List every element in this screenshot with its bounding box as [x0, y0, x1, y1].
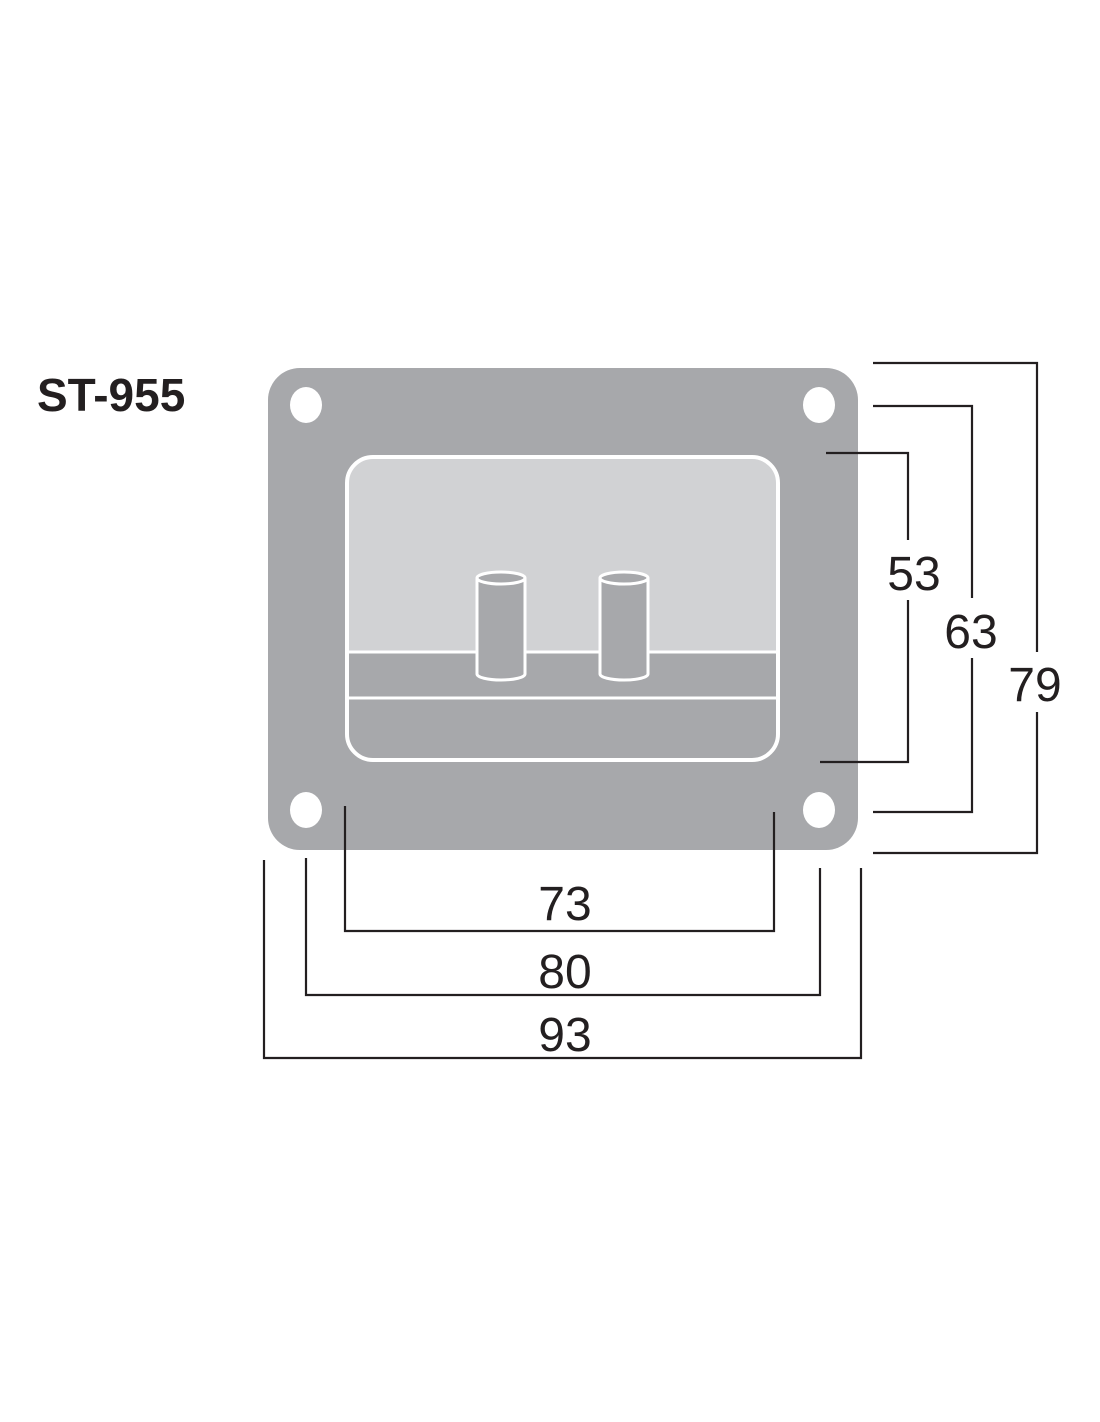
- dimension-line-53: [820, 451, 910, 764]
- dimension-label-53: 53: [887, 548, 940, 601]
- dimension-label-63: 63: [944, 606, 997, 659]
- dimension-line-93: [262, 860, 863, 1060]
- dimension-label-73: 73: [538, 878, 591, 931]
- terminal-post-right: [598, 570, 650, 682]
- dimension-label-80: 80: [538, 946, 591, 999]
- dimension-label-93: 93: [538, 1009, 591, 1062]
- terminal-post-left: [475, 570, 527, 682]
- mounting-hole: [290, 792, 322, 828]
- dimension-label-79: 79: [1008, 659, 1061, 712]
- recess-panel: [345, 455, 780, 762]
- dimension-line-73: [343, 806, 776, 933]
- dimension-line-80: [304, 858, 822, 997]
- mounting-hole: [803, 792, 835, 828]
- mounting-hole: [803, 387, 835, 423]
- mounting-hole: [290, 387, 322, 423]
- dimension-line-79: [873, 361, 1039, 855]
- model-title: ST-955: [37, 369, 185, 421]
